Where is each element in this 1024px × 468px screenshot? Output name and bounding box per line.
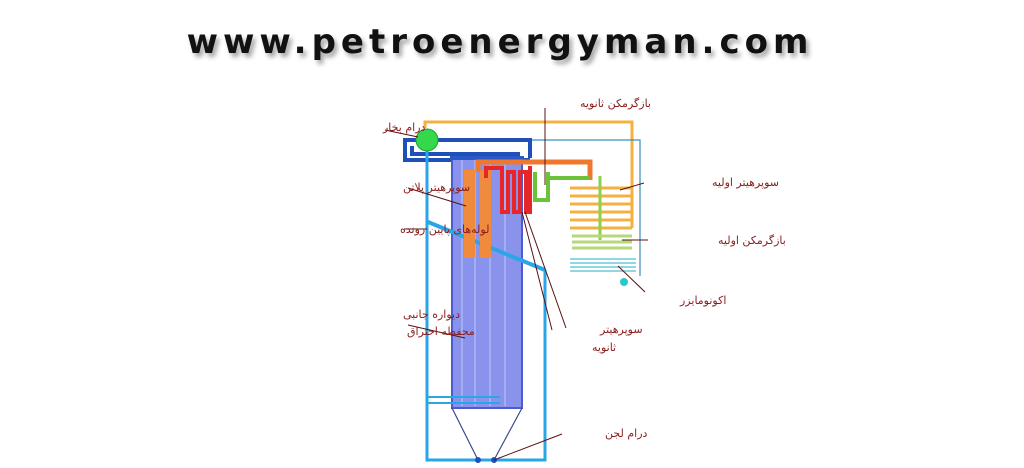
label-platen-superheater: سوپرهیتر پلاتن [403, 181, 470, 194]
leader-steam-drum [384, 129, 419, 138]
economizer-inlet [620, 278, 628, 286]
steam-drum [415, 128, 439, 152]
label-secondary-reheater: بازگرمکن ثانویه [580, 97, 651, 110]
label-secondary-superheater-1: سوپرهیتر [599, 323, 643, 336]
label-economizer: اکونومایزر [679, 294, 726, 307]
label-mud-drum: درام لجن [605, 427, 648, 440]
primary-reheater [572, 234, 632, 250]
mud-drum [475, 457, 481, 463]
label-side-wall-2: محفظه احتراق [407, 325, 475, 338]
hopper [451, 407, 523, 461]
platen-superheater-2 [480, 170, 491, 258]
leader-economizer [617, 265, 646, 293]
downcomer-pipes [425, 150, 547, 462]
bottom-headers [427, 396, 500, 404]
label-downcomers: لوله‌های پایین رونده [400, 223, 489, 236]
leader-primary-superheater [619, 182, 645, 191]
platen-superheater [464, 170, 475, 258]
label-side-wall-1: دیواره جانبی [403, 308, 460, 321]
economizer [570, 258, 636, 272]
secondary-superheater [484, 166, 532, 214]
main-steam-pipe [475, 159, 593, 180]
leader-platen [407, 187, 467, 207]
label-secondary-superheater-2: ثانویه [592, 341, 616, 354]
leader-mud-drum [493, 433, 563, 461]
website-watermark: www.petroenergyman.com [186, 22, 814, 62]
secondary-reheater [533, 172, 590, 202]
orange-top-pipe [423, 120, 634, 228]
label-steam-drum: درام بخار [382, 121, 426, 134]
leader-secondary-superheater [521, 211, 567, 331]
leader-side-wall [407, 324, 466, 339]
label-primary-superheater: سوپرهیتر اولیه [712, 176, 779, 189]
label-primary-reheater: بازگرمکن اولیه [718, 234, 786, 247]
